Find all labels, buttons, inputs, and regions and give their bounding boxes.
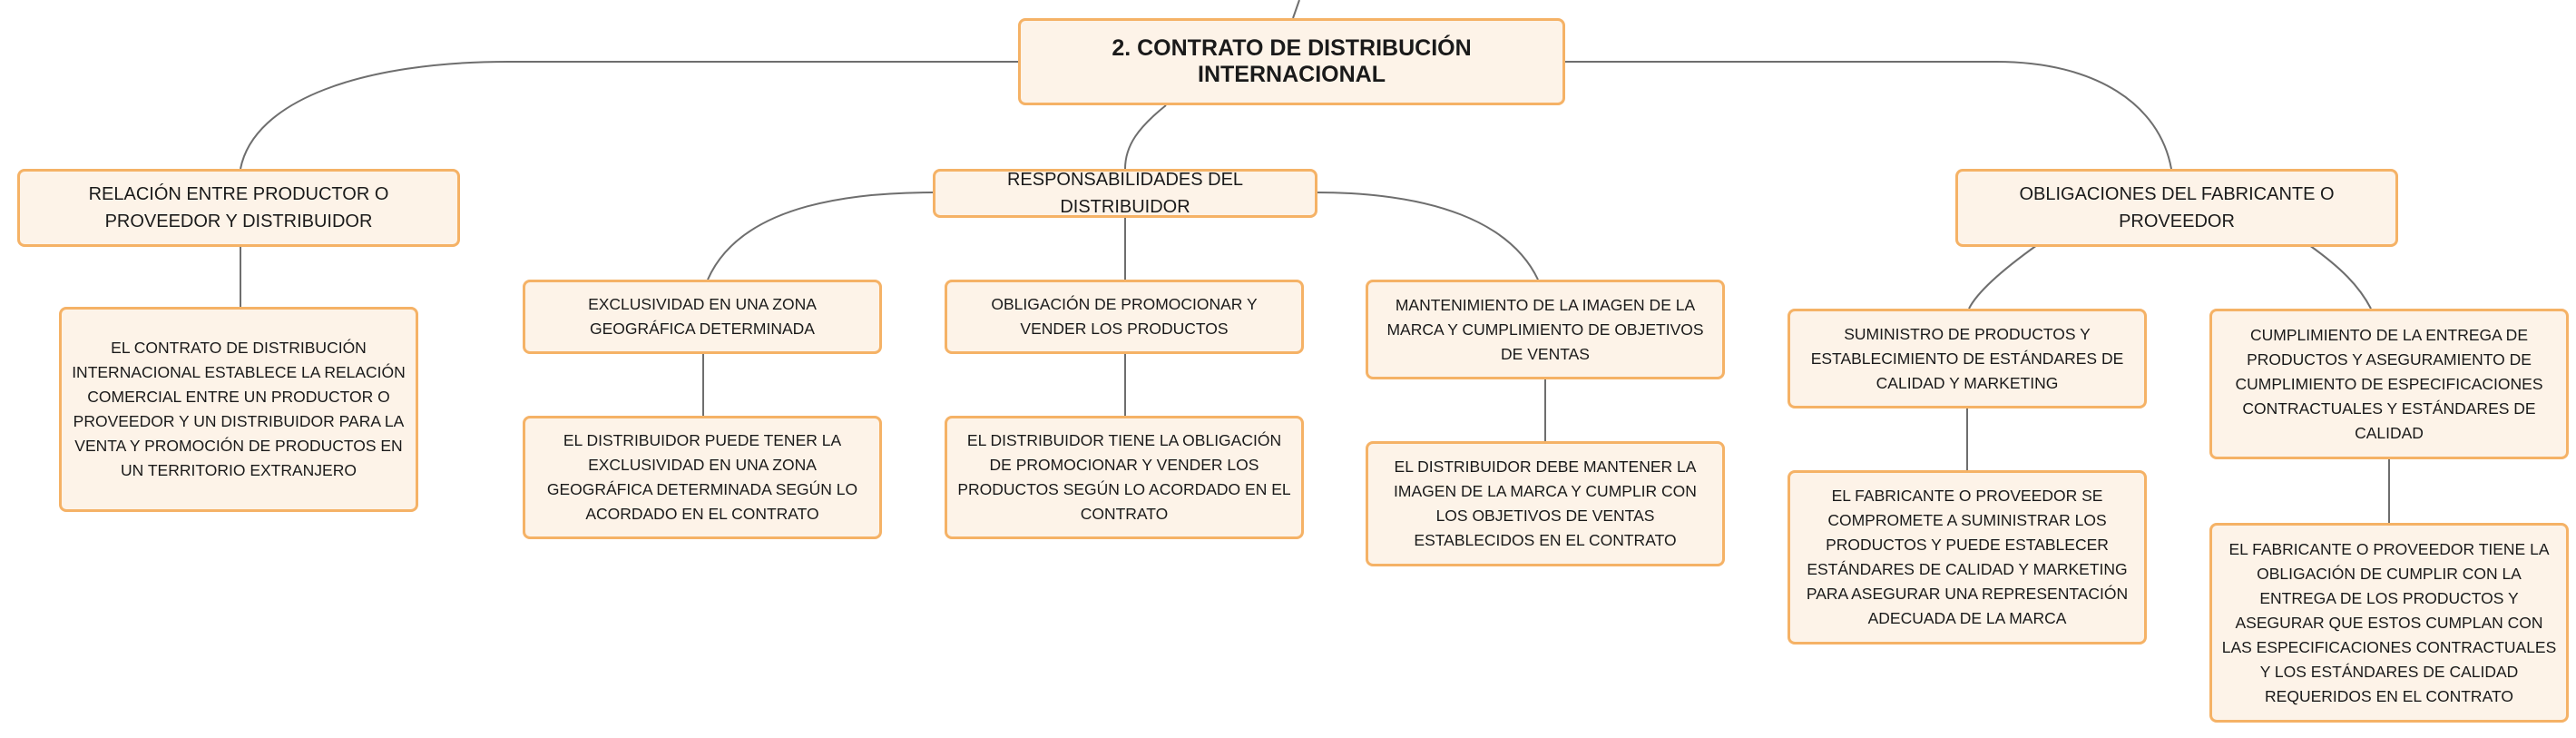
connector-resp-marca	[1315, 192, 1539, 280]
connector-oblig-cumplimiento	[2308, 244, 2372, 310]
topic-marca[interactable]: MANTENIMIENTO DE LA IMAGEN DE LA MARCA Y…	[1366, 280, 1725, 379]
connector-root-top	[1292, 0, 1300, 19]
detail-exclusividad[interactable]: EL DISTRIBUIDOR PUEDE TENER LA EXCLUSIVI…	[523, 416, 882, 539]
topic-promocion-title: OBLIGACIÓN DE PROMOCIONAR Y VENDER LOS P…	[991, 295, 1258, 338]
detail-suministro[interactable]: EL FABRICANTE O PROVEEDOR SE COMPROMETE …	[1788, 470, 2147, 645]
connector-root-obligaciones	[1565, 61, 2172, 170]
branch-obligaciones-title: OBLIGACIONES DEL FABRICANTE O PROVEEDOR	[2019, 184, 2335, 231]
detail-relacion-text: EL CONTRATO DE DISTRIBUCIÓN INTERNACIONA…	[72, 339, 406, 479]
topic-promocion[interactable]: OBLIGACIÓN DE PROMOCIONAR Y VENDER LOS P…	[945, 280, 1304, 354]
topic-suministro-title: SUMINISTRO DE PRODUCTOS Y ESTABLECIMIENT…	[1810, 324, 2124, 392]
detail-suministro-text: EL FABRICANTE O PROVEEDOR SE COMPROMETE …	[1806, 487, 2129, 627]
connector-resp-exclusividad	[707, 192, 934, 280]
connector-oblig-suministro	[1968, 244, 2038, 310]
topic-exclusividad[interactable]: EXCLUSIVIDAD EN UNA ZONA GEOGRÁFICA DETE…	[523, 280, 882, 354]
detail-promocion[interactable]: EL DISTRIBUIDOR TIENE LA OBLIGACIÓN DE P…	[945, 416, 1304, 539]
detail-promocion-text: EL DISTRIBUIDOR TIENE LA OBLIGACIÓN DE P…	[957, 431, 1291, 523]
branch-responsabilidades[interactable]: RESPONSABILIDADES DEL DISTRIBUIDOR	[933, 169, 1317, 218]
topic-exclusividad-title: EXCLUSIVIDAD EN UNA ZONA GEOGRÁFICA DETE…	[588, 295, 817, 338]
detail-cumplimiento-text: EL FABRICANTE O PROVEEDOR TIENE LA OBLIG…	[2221, 539, 2557, 705]
branch-obligaciones[interactable]: OBLIGACIONES DEL FABRICANTE O PROVEEDOR	[1955, 169, 2398, 247]
detail-exclusividad-text: EL DISTRIBUIDOR PUEDE TENER LA EXCLUSIVI…	[546, 431, 858, 523]
branch-relacion[interactable]: RELACIÓN ENTRE PRODUCTOR O PROVEEDOR Y D…	[17, 169, 460, 247]
branch-responsabilidades-title: RESPONSABILIDADES DEL DISTRIBUIDOR	[1006, 170, 1244, 217]
connector-root-relacion	[240, 61, 1018, 170]
root-title: 2. CONTRATO DE DISTRIBUCIÓN INTERNACIONA…	[1112, 35, 1472, 87]
topic-cumplimiento-title: CUMPLIMIENTO DE LA ENTREGA DE PRODUCTOS …	[2235, 325, 2543, 442]
topic-marca-title: MANTENIMIENTO DE LA IMAGEN DE LA MARCA Y…	[1386, 295, 1704, 363]
detail-marca[interactable]: EL DISTRIBUIDOR DEBE MANTENER LA IMAGEN …	[1366, 441, 1725, 566]
root-node[interactable]: 2. CONTRATO DE DISTRIBUCIÓN INTERNACIONA…	[1018, 18, 1565, 105]
topic-suministro[interactable]: SUMINISTRO DE PRODUCTOS Y ESTABLECIMIENT…	[1788, 309, 2147, 408]
detail-relacion[interactable]: EL CONTRATO DE DISTRIBUCIÓN INTERNACIONA…	[59, 307, 418, 512]
connector-root-responsabilidades	[1124, 104, 1167, 170]
detail-cumplimiento[interactable]: EL FABRICANTE O PROVEEDOR TIENE LA OBLIG…	[2209, 523, 2569, 723]
detail-marca-text: EL DISTRIBUIDOR DEBE MANTENER LA IMAGEN …	[1394, 458, 1697, 549]
branch-relacion-title: RELACIÓN ENTRE PRODUCTOR O PROVEEDOR Y D…	[88, 184, 389, 231]
topic-cumplimiento[interactable]: CUMPLIMIENTO DE LA ENTREGA DE PRODUCTOS …	[2209, 309, 2569, 459]
